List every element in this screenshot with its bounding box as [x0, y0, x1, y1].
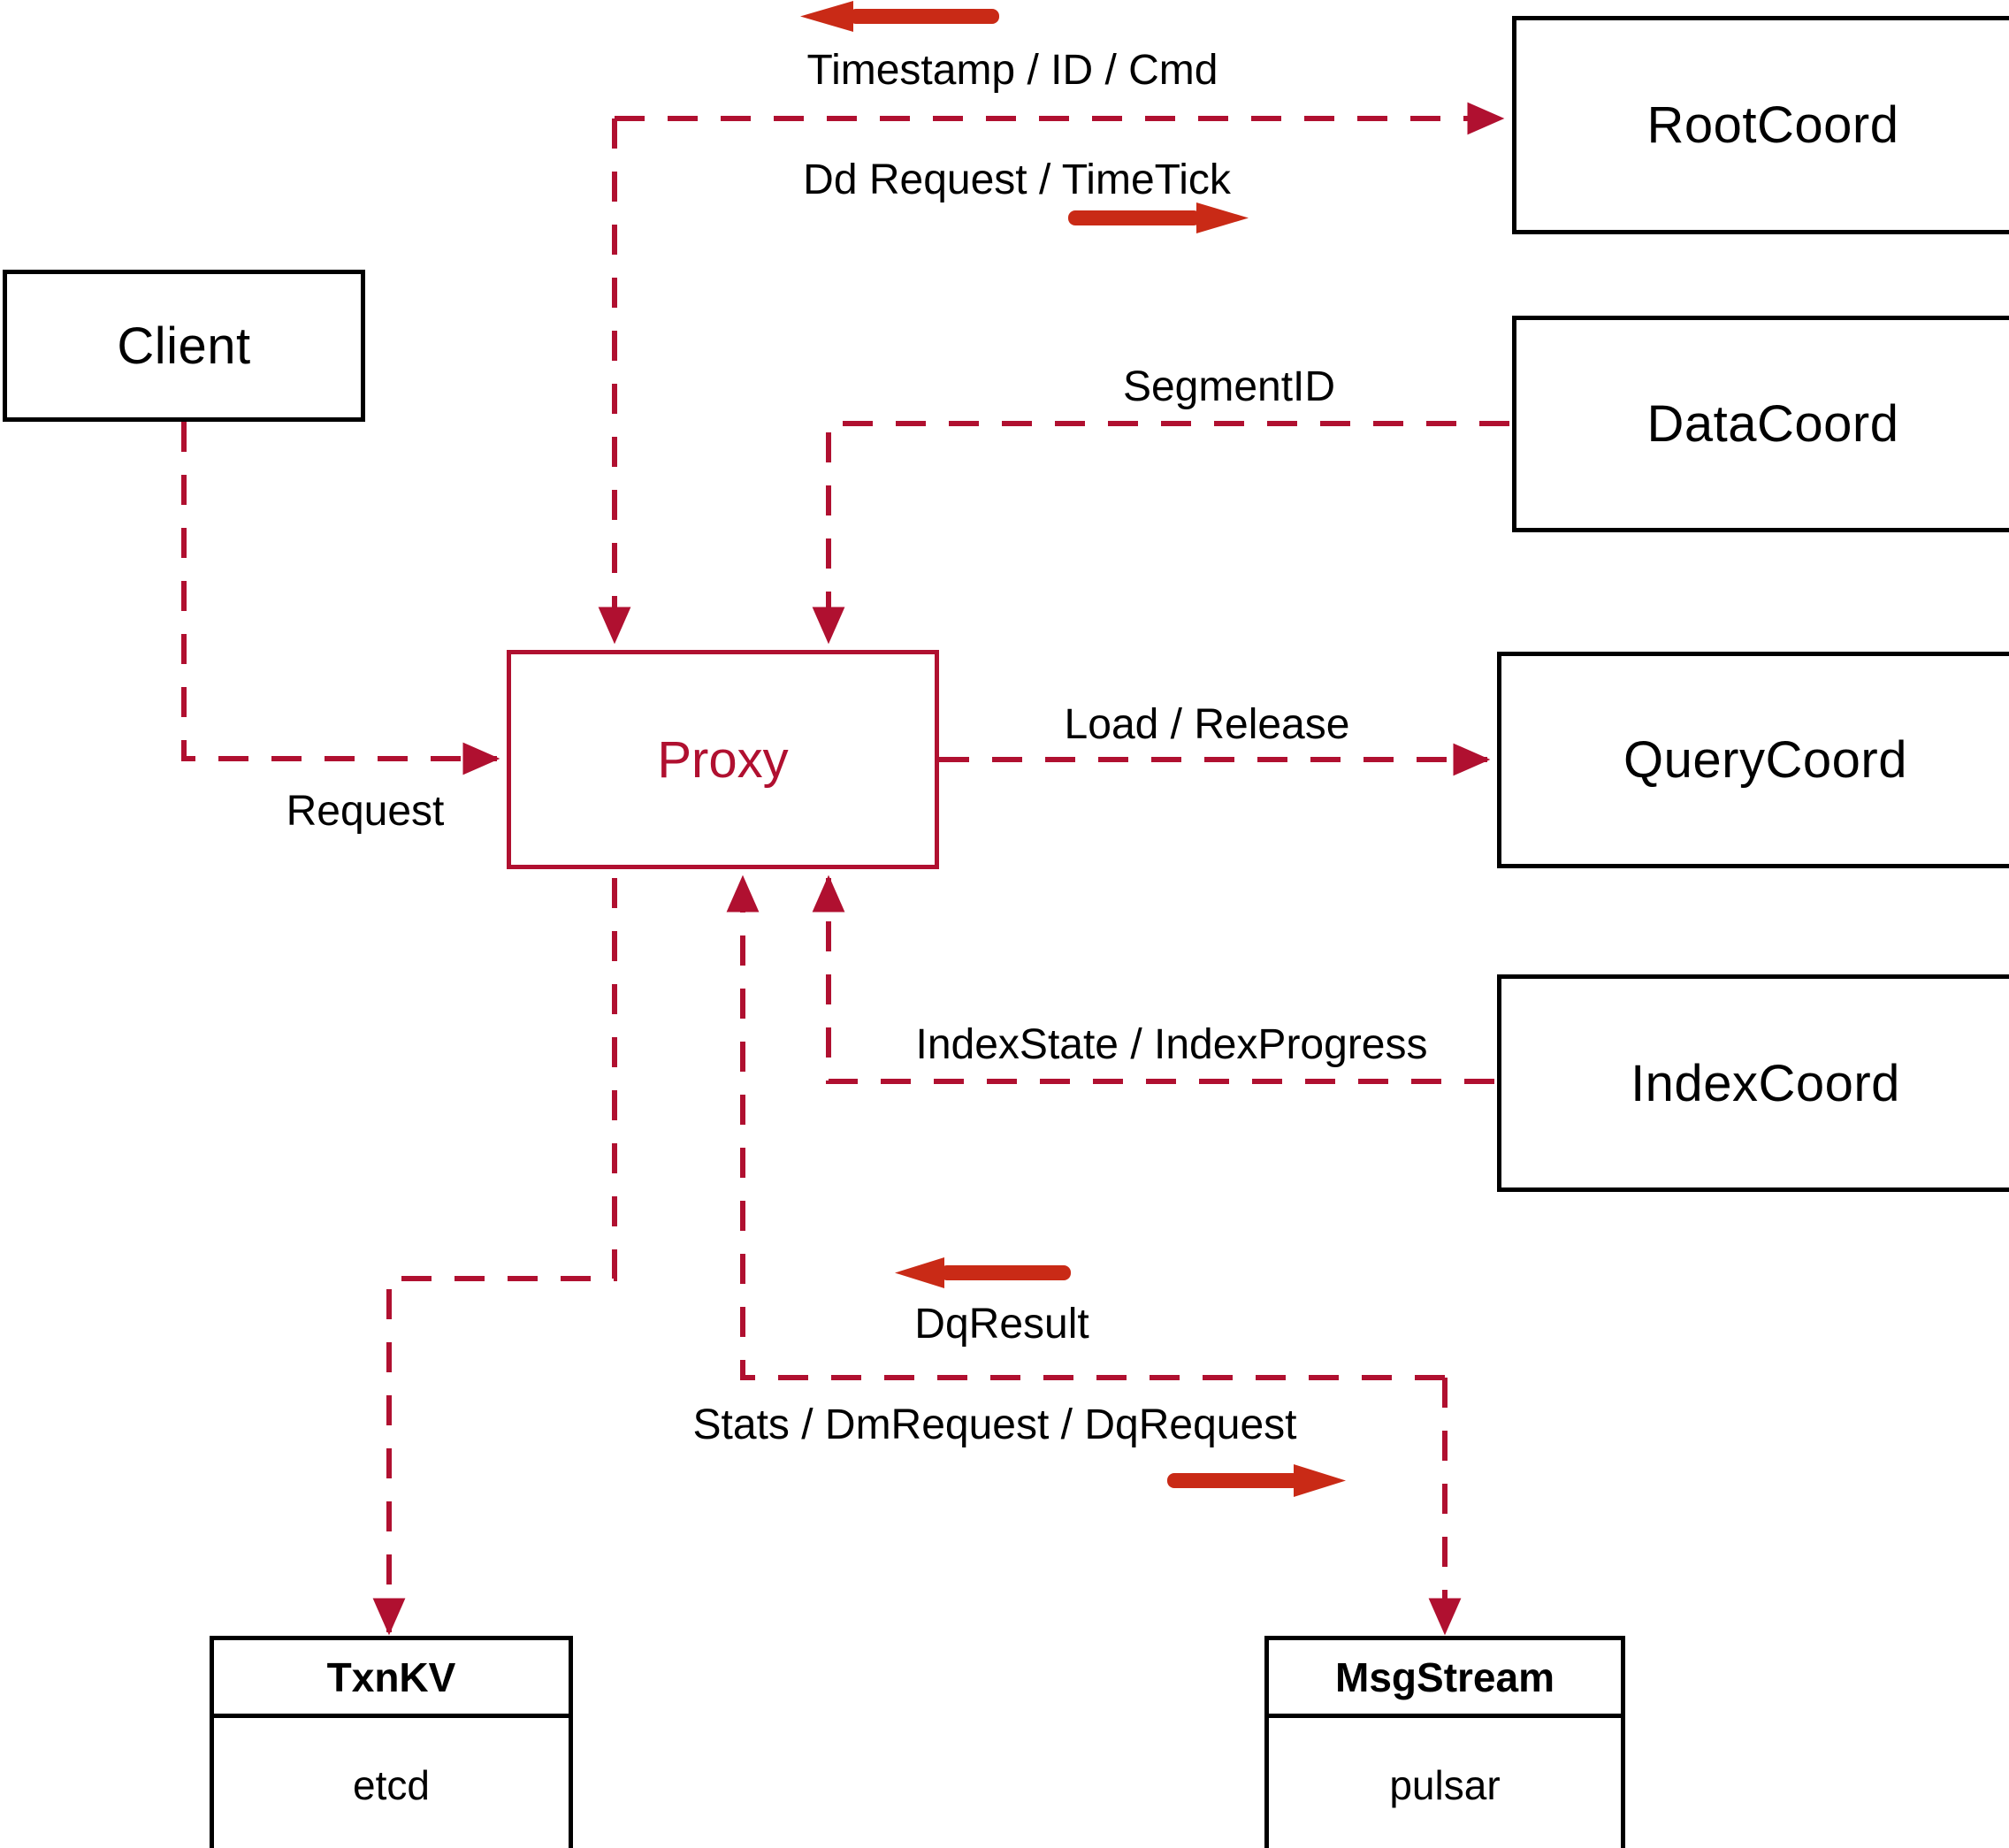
- node-rootcoord[interactable]: RootCoord: [1512, 16, 2009, 234]
- edge-msgstream-to-proxy: [726, 874, 1445, 1380]
- store-msgstream-impl: pulsar: [1389, 1762, 1501, 1808]
- store-txnkv-impl: etcd: [353, 1762, 430, 1808]
- node-indexcoord[interactable]: IndexCoord: [1497, 974, 2009, 1192]
- edge-label-dqresult: DqResult: [914, 1301, 1089, 1348]
- node-client-label: Client: [117, 317, 251, 375]
- edge-indexcoord-to-proxy: [812, 874, 1494, 1084]
- store-msgstream-title: MsgStream: [1269, 1640, 1621, 1718]
- direction-arrow-dqresult: [895, 1257, 1071, 1288]
- direction-arrow-timestamp-id-cmd: [800, 1, 999, 32]
- edge-client-to-proxy: [181, 422, 500, 775]
- edge-label-dd-request-timetick: Dd Request / TimeTick: [803, 157, 1231, 203]
- node-querycoord-label: QueryCoord: [1623, 731, 1907, 789]
- direction-arrows: [800, 1, 1346, 1497]
- node-datacoord-label: DataCoord: [1646, 395, 1899, 453]
- node-client[interactable]: Client: [3, 270, 365, 422]
- node-datacoord[interactable]: DataCoord: [1512, 316, 2009, 532]
- edge-proxy-to-txnkv: [372, 878, 617, 1636]
- node-querycoord[interactable]: QueryCoord: [1497, 652, 2009, 868]
- node-proxy-label: Proxy: [657, 730, 789, 789]
- store-txnkv[interactable]: TxnKV etcd: [210, 1636, 573, 1848]
- node-indexcoord-label: IndexCoord: [1631, 1054, 1900, 1112]
- edge-label-request: Request: [286, 788, 445, 835]
- edge-label-indexstate: IndexState / IndexProgress: [915, 1021, 1428, 1068]
- direction-arrow-stats-dm-dq: [1167, 1464, 1346, 1497]
- edge-label-stats-dm-dq: Stats / DmRequest / DqRequest: [692, 1401, 1297, 1448]
- edge-label-load-release: Load / Release: [1064, 701, 1350, 748]
- edge-datacoord-to-proxy: [812, 421, 1509, 645]
- edge-label-segmentid: SegmentID: [1122, 363, 1336, 410]
- store-txnkv-title: TxnKV: [214, 1640, 569, 1718]
- store-msgstream[interactable]: MsgStream pulsar: [1264, 1636, 1625, 1848]
- node-proxy[interactable]: Proxy: [507, 650, 939, 869]
- direction-arrow-dd-request-timetick: [1068, 202, 1249, 233]
- edge-label-timestamp-id-cmd: Timestamp / ID / Cmd: [806, 47, 1218, 94]
- node-rootcoord-label: RootCoord: [1646, 96, 1899, 154]
